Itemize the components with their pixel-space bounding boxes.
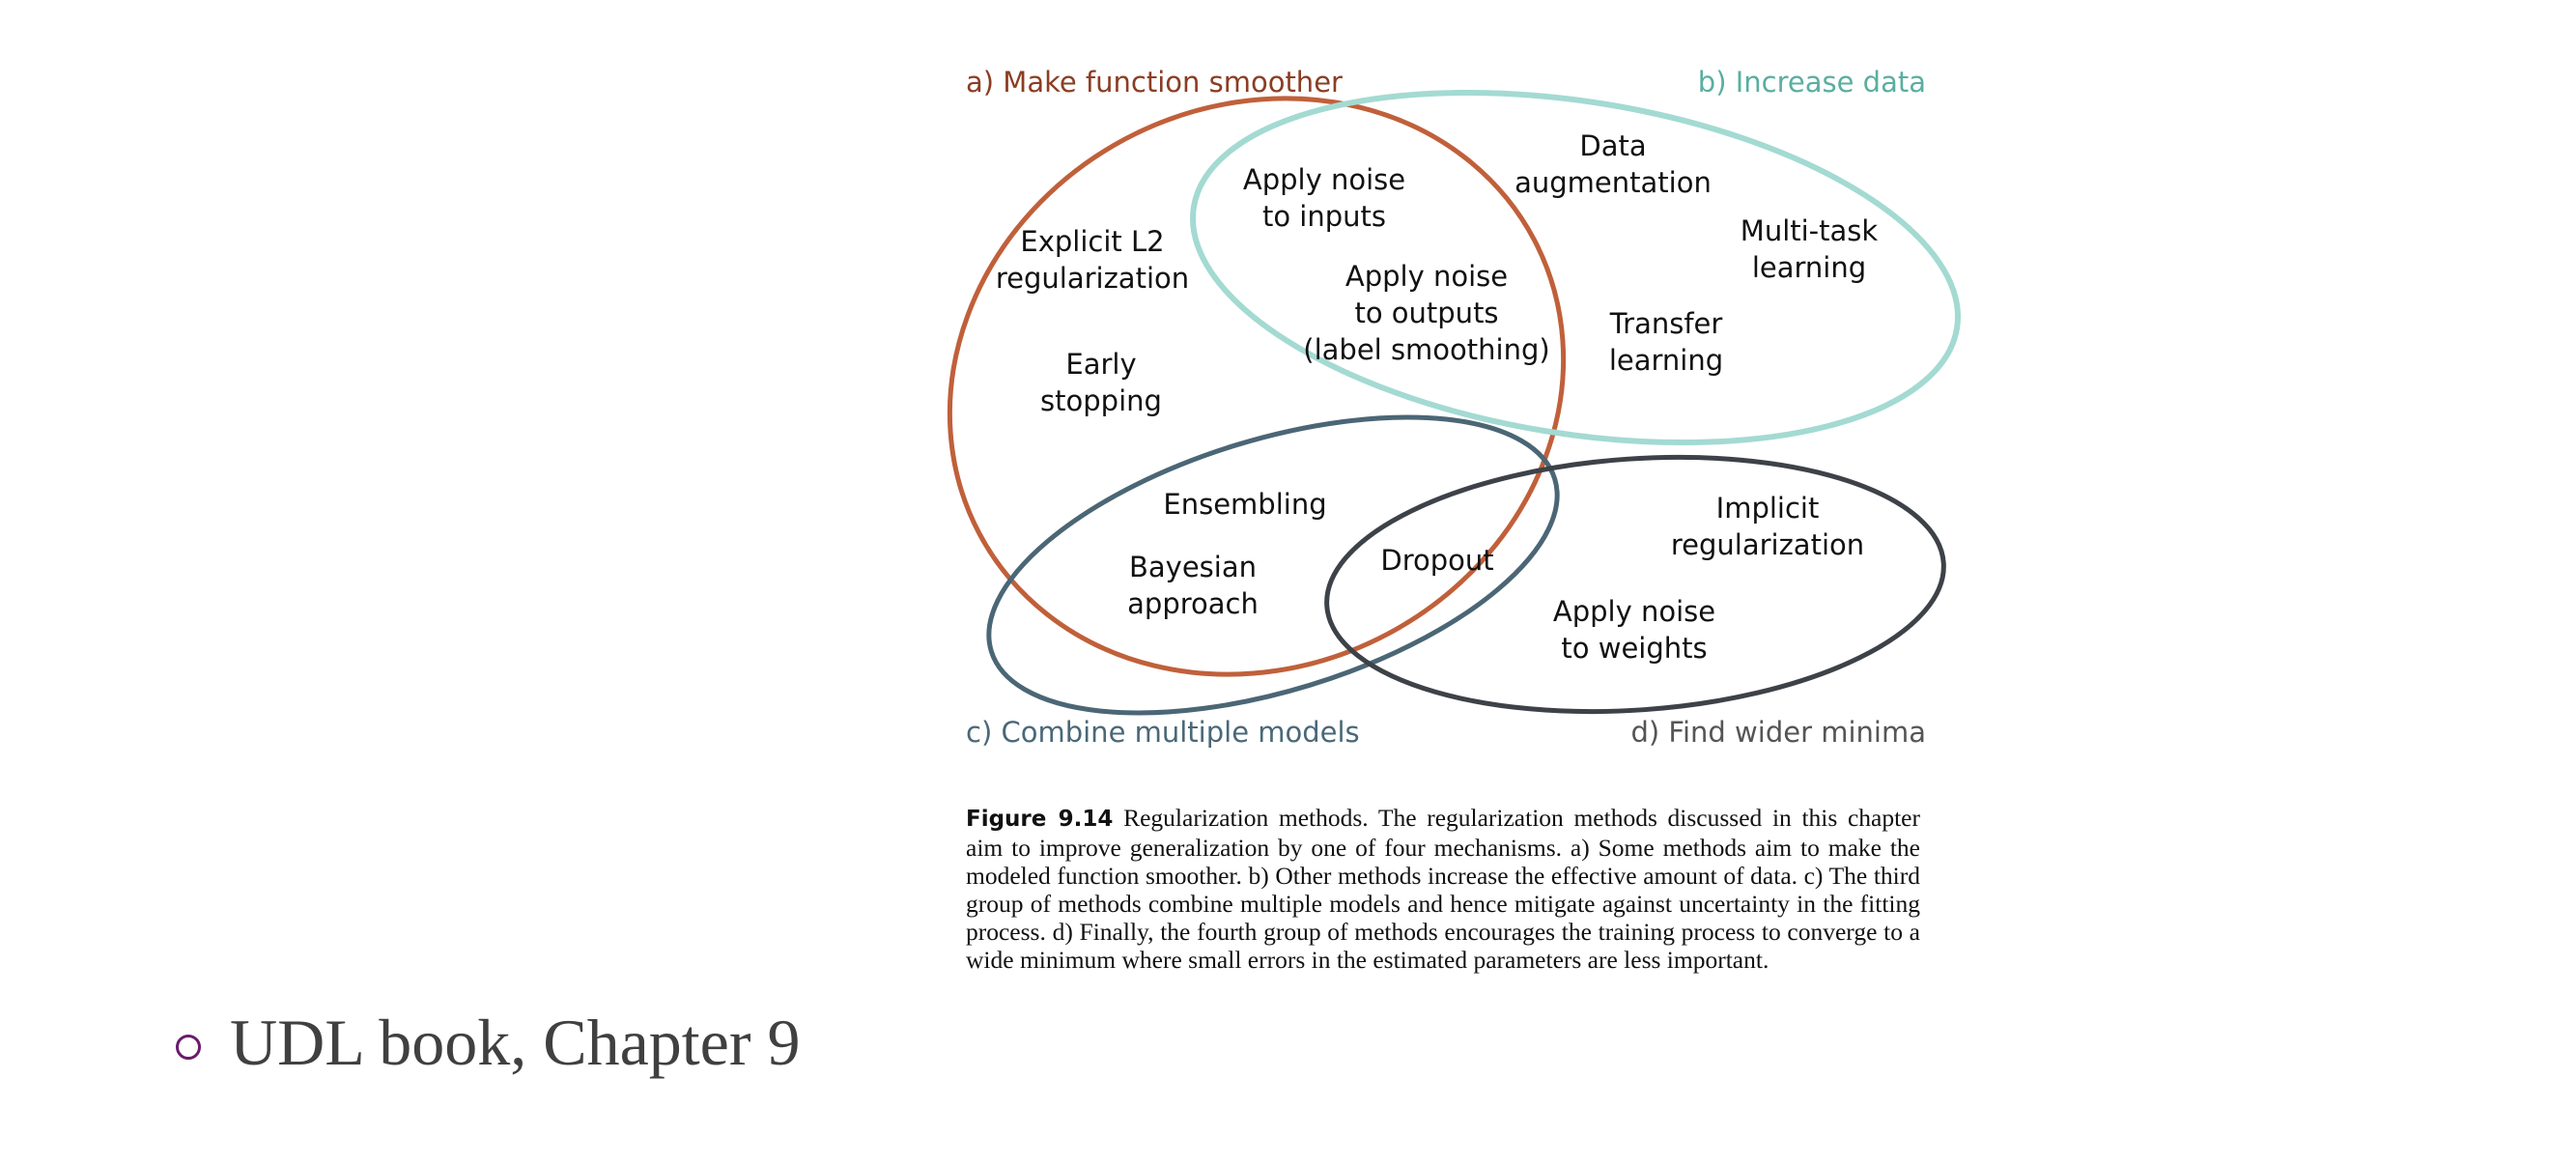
group-label-c: c) Combine multiple models <box>966 716 1360 749</box>
method-dropout: Dropout <box>1380 544 1493 577</box>
caption-text: Regularization methods. The regularizati… <box>966 804 1920 974</box>
figure-caption: Figure 9.14 Regularization methods. The … <box>966 804 1920 974</box>
method-ensembling: Ensembling <box>1163 488 1326 521</box>
group-label-b: b) Increase data <box>1698 66 1926 99</box>
bullet-item: UDL book, Chapter 9 <box>176 1005 800 1081</box>
caption-label: Figure 9.14 <box>966 807 1114 832</box>
group-label-a: a) Make function smoother <box>966 66 1343 99</box>
bullet-text: UDL book, Chapter 9 <box>230 1006 801 1079</box>
ellipse-make-function-smoother <box>947 96 1567 677</box>
ellipse-combine-models <box>986 414 1560 716</box>
group-label-d: d) Find wider minima <box>1630 716 1926 749</box>
bullet-circle-icon <box>176 1034 201 1060</box>
ellipse-wider-minima <box>1324 454 1946 715</box>
ellipse-increase-data <box>1190 89 1961 446</box>
venn-diagram: a) Make function smoother b) Increase da… <box>947 66 1961 749</box>
